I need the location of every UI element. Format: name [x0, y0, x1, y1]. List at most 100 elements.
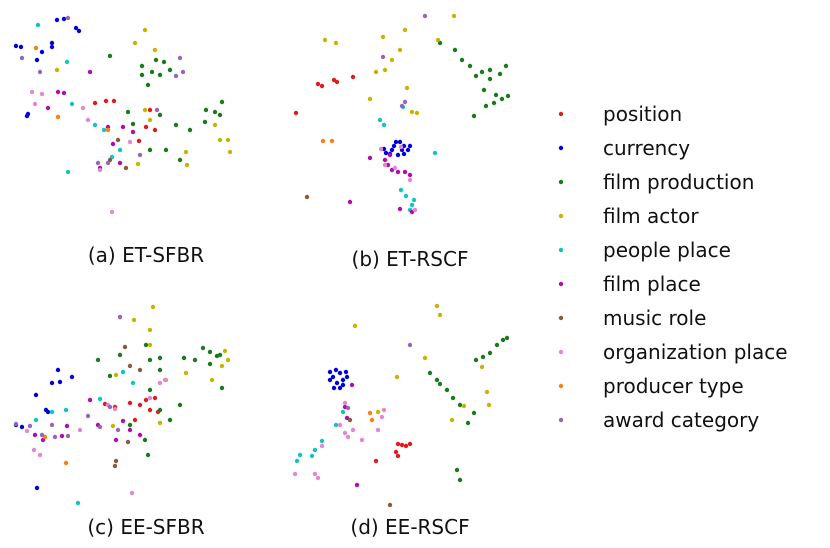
point-position: [399, 442, 405, 448]
point-film-place: [45, 105, 51, 111]
point-organization-place: [157, 380, 163, 386]
point-music-role: [112, 463, 118, 469]
legend-marker-film-place: [558, 281, 564, 287]
point-film-production: [219, 99, 225, 105]
point-film-production: [217, 112, 223, 118]
point-film-production: [427, 370, 433, 376]
point-film-place: [349, 382, 355, 388]
point-people-place: [65, 169, 71, 175]
point-organization-place: [342, 400, 348, 406]
point-position: [152, 395, 158, 401]
point-award-category: [180, 69, 186, 75]
point-organization-place: [407, 177, 413, 183]
point-film-actor: [435, 37, 441, 43]
point-currency: [54, 17, 60, 23]
point-currency: [340, 377, 346, 383]
point-film-actor: [132, 40, 138, 46]
point-film-actor: [373, 69, 379, 75]
point-film-production: [454, 467, 460, 473]
point-film-place: [407, 172, 413, 178]
point-film-production: [147, 357, 153, 363]
legend-label-music-role: music role: [603, 306, 706, 330]
point-film-production: [130, 121, 136, 127]
point-film-actor: [397, 47, 403, 53]
point-film-actor: [135, 161, 141, 167]
point-position: [143, 124, 149, 130]
point-organization-place: [412, 207, 418, 213]
point-award-category: [422, 13, 428, 19]
point-film-place: [120, 124, 126, 130]
point-film-production: [167, 417, 173, 423]
point-award-category: [115, 427, 121, 433]
point-film-actor: [422, 355, 428, 361]
point-producer-type: [105, 127, 111, 133]
point-award-category: [407, 342, 413, 348]
point-award-category: [49, 422, 55, 428]
point-organization-place: [359, 437, 365, 443]
point-people-place: [33, 417, 39, 423]
point-music-role: [127, 363, 133, 369]
point-position: [393, 449, 399, 455]
point-currency: [407, 143, 413, 149]
point-people-place: [297, 452, 303, 458]
point-currency: [327, 369, 333, 375]
point-film-production: [212, 109, 218, 115]
point-organization-place: [32, 101, 38, 107]
point-film-actor: [404, 85, 410, 91]
legend-label-currency: currency: [603, 136, 690, 160]
point-film-actor: [183, 149, 189, 155]
point-position: [350, 74, 356, 80]
point-position: [143, 397, 149, 403]
point-film-production: [467, 63, 473, 69]
point-film-production: [493, 92, 499, 98]
point-film-actor: [486, 402, 492, 408]
point-film-actor: [484, 389, 490, 395]
point-organization-place: [292, 471, 298, 477]
legend-label-award-category: award category: [603, 408, 759, 432]
point-film-actor: [380, 34, 386, 40]
point-film-production: [139, 63, 145, 69]
point-film-place: [130, 129, 136, 135]
point-film-production: [127, 422, 133, 428]
point-award-category: [137, 152, 143, 158]
point-award-category: [345, 405, 351, 411]
point-organization-place: [379, 414, 385, 420]
point-currency: [405, 147, 411, 153]
point-people-place: [381, 122, 387, 128]
legend-marker-award-category: [558, 417, 564, 423]
point-film-actor: [382, 67, 388, 73]
point-film-production: [434, 377, 440, 383]
point-film-production: [483, 103, 489, 109]
point-film-actor: [461, 403, 467, 409]
point-people-place: [64, 59, 70, 65]
point-film-place: [120, 418, 126, 424]
point-film-place: [64, 423, 70, 429]
point-people-place: [319, 438, 325, 444]
legend-label-position: position: [603, 102, 682, 126]
point-film-production: [95, 357, 101, 363]
point-currency: [39, 49, 45, 55]
point-film-actor: [389, 57, 395, 63]
point-award-category: [105, 160, 111, 166]
point-currency: [330, 374, 336, 380]
caption-panel-a: (a) ET-SFBR: [88, 243, 204, 267]
legend-label-film-actor: film actor: [603, 204, 699, 228]
point-producer-type: [367, 410, 373, 416]
point-film-actor: [479, 364, 485, 370]
point-film-place: [127, 427, 133, 433]
point-currency: [327, 377, 333, 383]
point-film-production: [153, 57, 159, 63]
point-organization-place: [109, 209, 115, 215]
point-position: [137, 402, 143, 408]
point-film-production: [181, 355, 187, 361]
point-currency: [13, 43, 19, 49]
panel-a: [13, 15, 233, 215]
point-organization-place: [97, 167, 103, 173]
point-currency: [337, 385, 343, 391]
point-organization-place: [392, 165, 398, 171]
point-people-place: [92, 122, 98, 128]
legend-marker-producer-type: [558, 383, 564, 389]
point-position: [111, 98, 117, 104]
point-currency: [393, 139, 399, 145]
